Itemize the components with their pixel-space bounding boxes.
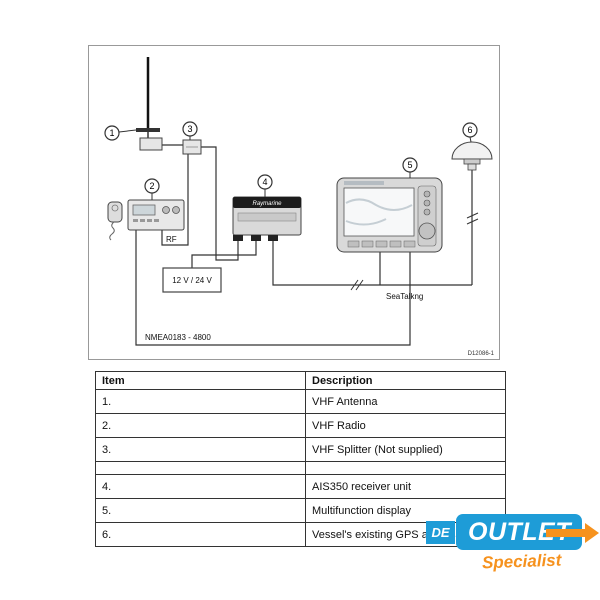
- table-row: 5. Multifunction display: [95, 498, 506, 523]
- svg-text:3: 3: [187, 124, 192, 134]
- ais-brand-label: Raymarine: [252, 201, 282, 207]
- description-cell: VHF Radio: [305, 413, 506, 438]
- table-row: 3. VHF Splitter (Not supplied): [95, 437, 506, 462]
- table-row: 1. VHF Antenna: [95, 389, 506, 414]
- logo-tagline: Specialist: [481, 550, 562, 573]
- item-cell: 1.: [95, 389, 306, 414]
- callout-4: 4: [257, 174, 273, 197]
- item-cell: 2.: [95, 413, 306, 438]
- mfd-brand-strip: [344, 181, 384, 185]
- handset-cord: [109, 221, 115, 241]
- item-cell: 5.: [95, 498, 306, 523]
- callout-2: 2: [144, 178, 160, 200]
- svg-text:2: 2: [149, 181, 154, 191]
- table-header-row: Item Description: [95, 371, 506, 390]
- description-cell: AIS350 receiver unit: [305, 474, 506, 499]
- svg-text:6: 6: [467, 125, 472, 135]
- description-cell: VHF Splitter (Not supplied): [305, 437, 506, 462]
- vhf-splitter: [182, 139, 202, 155]
- mfd-screen: [343, 187, 415, 237]
- doc-ref-label: D12086-1: [468, 351, 495, 357]
- callout-5: 5: [402, 157, 418, 178]
- nmea-label: NMEA0183 - 4800: [145, 333, 211, 342]
- table-row: 2. VHF Radio: [95, 413, 506, 438]
- col-header-item: Item: [95, 371, 306, 390]
- multifunction-display: [336, 177, 443, 253]
- svg-text:5: 5: [407, 160, 412, 170]
- vhf-antenna: [136, 57, 163, 151]
- seatalk-label: SeaTalkng: [386, 292, 423, 301]
- ais-connector: [233, 235, 243, 241]
- svg-text:4: 4: [262, 177, 267, 187]
- ais350-receiver: Raymarine: [232, 196, 302, 241]
- logo-prefix: DE: [426, 521, 455, 544]
- mfd-rotary-dial: [418, 222, 436, 240]
- gps-antenna: [451, 141, 493, 171]
- power-label: 12 V / 24 V: [172, 276, 212, 285]
- description-cell: VHF Antenna: [305, 389, 506, 414]
- svg-text:1: 1: [109, 128, 114, 138]
- ais-connector: [251, 235, 261, 241]
- ais-connector: [268, 235, 278, 241]
- item-cell: 4.: [95, 474, 306, 499]
- vendor-logo: DE OUTLET Specialist: [426, 512, 599, 574]
- wiring-diagram: Raymarine: [88, 45, 500, 360]
- callout-1: 1: [104, 125, 137, 141]
- vhf-radio: [107, 199, 185, 241]
- radio-handset: [107, 201, 123, 223]
- cable-break-icon: [350, 212, 479, 291]
- rf-label: RF: [166, 235, 177, 244]
- callout-6: 6: [462, 122, 478, 143]
- arrow-right-icon: [546, 523, 599, 543]
- col-header-description: Description: [305, 371, 506, 390]
- logo-main: OUTLET: [456, 514, 582, 550]
- connection-lines: [135, 144, 473, 346]
- power-supply-box: 12 V / 24 V: [162, 267, 222, 293]
- item-cell: 3.: [95, 437, 306, 462]
- item-cell: 6.: [95, 522, 306, 547]
- callout-3: 3: [182, 121, 198, 140]
- table-row: 4. AIS350 receiver unit: [95, 474, 506, 499]
- description-cell: Multifunction display: [305, 498, 506, 523]
- spacer-row: [95, 461, 506, 475]
- diagram-border: [88, 45, 500, 360]
- parts-table: Item Description 1. VHF Antenna 2. VHF R…: [95, 371, 506, 547]
